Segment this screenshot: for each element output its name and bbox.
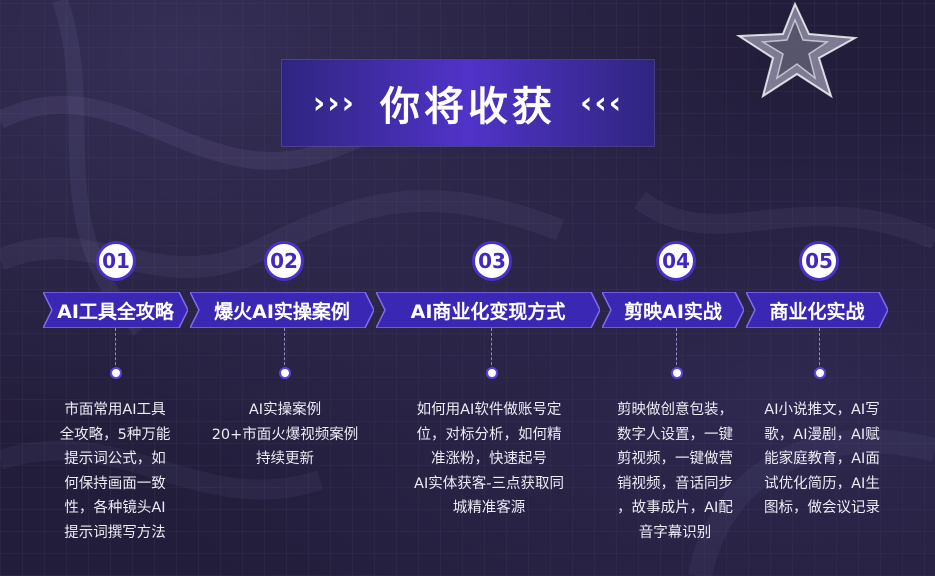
description-line: 提示词撰写方法 — [64, 524, 166, 541]
crystal-star-icon — [735, 1, 859, 99]
description-line: 数字人设置，一键 — [617, 426, 733, 443]
description-line: 剪视频，一键做营 — [617, 451, 733, 467]
connector-dot — [486, 367, 498, 379]
description-line: 性，各种镜头AI — [64, 500, 166, 516]
description-line: 剪映做创意包装， — [617, 402, 733, 418]
step-title-banner: AI商业化变现方式 — [376, 292, 600, 328]
step-title-banner: 剪映AI实战 — [602, 292, 744, 328]
step-description: 市面常用AI工具 全攻略，5种万能 提示词公式，如 何保持画面一致 性，各种镜头… — [55, 398, 175, 545]
description-line: 销视频，音话同步 — [617, 475, 733, 492]
description-line: 位，对标分析，如何精 — [416, 426, 562, 443]
description-line: 市面常用AI工具 — [64, 402, 166, 418]
step-title: AI商业化变现方式 — [410, 300, 566, 323]
step-title: 商业化实战 — [769, 300, 865, 323]
connector-dot — [671, 367, 683, 379]
step-number-badge: 01 — [96, 241, 136, 281]
title-left-arrows: ››› — [312, 85, 356, 121]
description-line: AI小说推文，AI写 — [764, 402, 880, 418]
description-line: 持续更新 — [256, 451, 314, 467]
step-title-banner: 商业化实战 — [746, 292, 888, 328]
description-line: 准涨粉，快速起号 — [431, 451, 547, 467]
connector-line — [676, 328, 677, 370]
title-right-arrows: ‹‹‹ — [580, 85, 624, 121]
description-line: 全攻略，5种万能 — [59, 426, 171, 443]
description-line: 能家庭教育，AI面 — [764, 451, 880, 467]
step-title: 剪映AI实战 — [624, 300, 722, 323]
step-number-badge: 05 — [799, 241, 839, 281]
connector-line — [819, 328, 820, 370]
description-line: 试优化简历，AI生 — [764, 475, 880, 492]
description-line: AI实操案例 — [248, 402, 322, 418]
step-description: 如何用AI软件做账号定 位，对标分析，如何精 准涨粉，快速起号 AI实体获客-三… — [394, 398, 584, 521]
step-title: AI工具全攻略 — [57, 300, 174, 323]
step-title-banner: 爆火AI实操案例 — [190, 292, 374, 328]
page-title: 你将收获 — [380, 84, 556, 130]
description-line: ，故事成片，AI配 — [617, 500, 733, 516]
step-description: AI实操案例 20+市面火爆视频案例 持续更新 — [200, 398, 370, 472]
title-banner: ››› 你将收获 ‹‹‹ — [282, 60, 654, 146]
description-line: 提示词公式，如 — [64, 451, 166, 467]
description-line: 城精准客源 — [452, 500, 526, 516]
connector-dot — [814, 367, 826, 379]
connector-line — [491, 328, 492, 370]
description-line: AI实体获客-三点获取同 — [414, 475, 564, 492]
connector-line — [115, 328, 116, 370]
step-number-badge: 03 — [472, 241, 512, 281]
step-number-badge: 04 — [656, 241, 696, 281]
description-line: 图标，做会议记录 — [764, 500, 880, 516]
step-title-banner: AI工具全攻略 — [43, 292, 188, 328]
description-line: 音字幕识别 — [638, 524, 712, 541]
description-line: 20+市面火爆视频案例 — [211, 426, 359, 443]
step-description: AI小说推文，AI写 歌，AI漫剧，AI赋 能家庭教育，AI面 试优化简历，AI… — [752, 398, 892, 521]
connector-dot — [279, 367, 291, 379]
step-number-badge: 02 — [264, 241, 304, 281]
description-line: 何保持画面一致 — [64, 475, 166, 492]
step-title: 爆火AI实操案例 — [214, 300, 350, 323]
connector-line — [284, 328, 285, 370]
step-description: 剪映做创意包装， 数字人设置，一键 剪视频，一键做营 销视频，音话同步 ，故事成… — [602, 398, 748, 545]
description-line: 如何用AI软件做账号定 — [416, 402, 562, 418]
description-line: 歌，AI漫剧，AI赋 — [764, 426, 880, 443]
connector-dot — [110, 367, 122, 379]
